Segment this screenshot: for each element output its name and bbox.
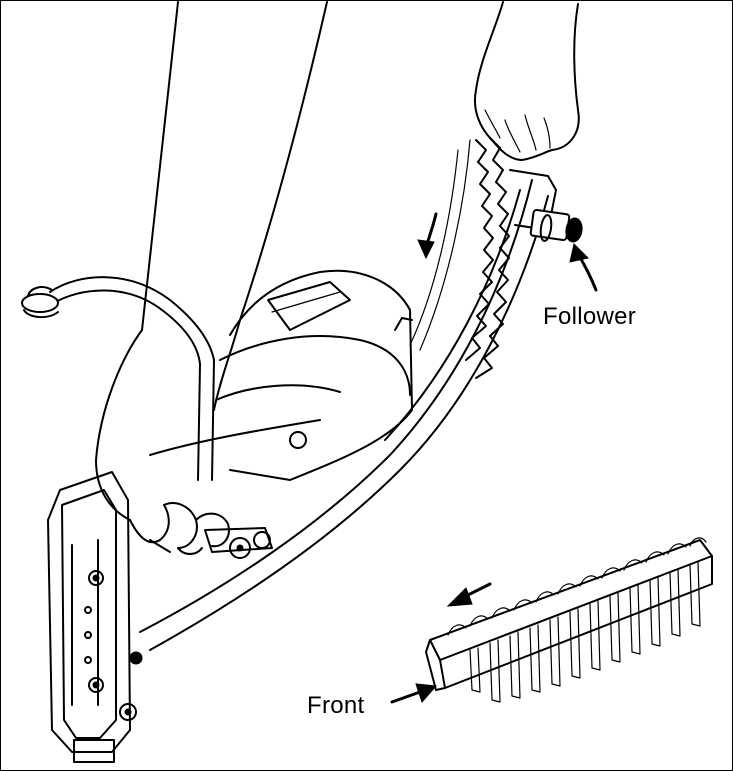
follower-assembly (509, 169, 583, 243)
nose-plate (47, 471, 143, 763)
staple-crowns (447, 537, 707, 636)
left-forearm (141, 1, 328, 331)
magazine-rail (139, 179, 549, 651)
trigger-linkage (204, 527, 273, 559)
front-arrow (390, 683, 438, 704)
follower-arrow (569, 243, 598, 292)
right-hand (474, 1, 580, 161)
follower-label: Follower (543, 303, 637, 330)
front-label: Front (307, 692, 365, 719)
slide-direction-arrow (417, 212, 438, 260)
stapler-housing (149, 269, 413, 481)
trigger-hand (95, 319, 241, 555)
loose-staple-strip (425, 537, 713, 703)
loaded-staple-strip (409, 137, 510, 379)
strip-direction-arrow (446, 582, 492, 607)
staple-legs (469, 560, 701, 703)
air-hose (21, 276, 215, 481)
